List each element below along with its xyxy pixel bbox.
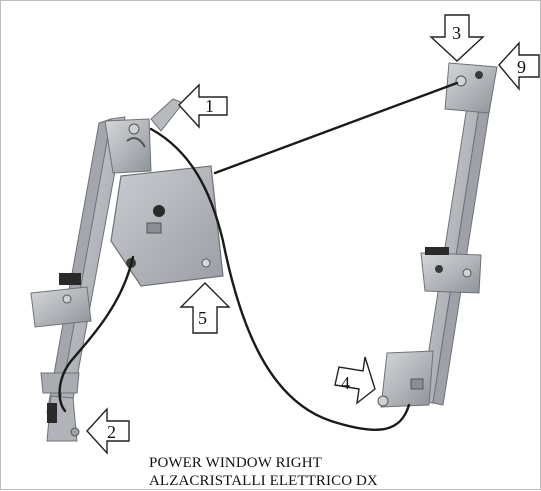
callout-label-1: 1 [205, 96, 214, 116]
caption-line-english: POWER WINDOW RIGHT [149, 455, 322, 471]
right-slider-bracket [420, 247, 482, 294]
right-guide-rail [420, 62, 498, 406]
top-left-bracket [104, 98, 184, 174]
callout-label-2: 2 [107, 422, 116, 442]
callout-arrow-9: 9 [498, 41, 540, 91]
callout-arrow-3: 3 [429, 14, 485, 62]
caption-line-italian: ALZACRISTALLI ELETTRICO DX [149, 473, 378, 489]
callout-label-4: 4 [341, 373, 350, 393]
motor-mounting-plate [110, 165, 224, 287]
callout-label-5: 5 [198, 308, 207, 328]
regulator-cables [58, 81, 459, 432]
callout-label-9: 9 [517, 57, 526, 77]
callout-arrow-1: 1 [178, 83, 228, 129]
left-guide-rail [46, 116, 126, 442]
lower-right-pulley [377, 350, 434, 408]
callout-arrow-4: 4 [334, 356, 376, 405]
callout-arrow-5: 5 [179, 282, 231, 334]
callout-arrow-2: 2 [86, 407, 130, 455]
callout-label-3: 3 [452, 23, 461, 43]
product-caption: POWER WINDOW RIGHT ALZACRISTALLI ELETTRI… [149, 454, 378, 490]
